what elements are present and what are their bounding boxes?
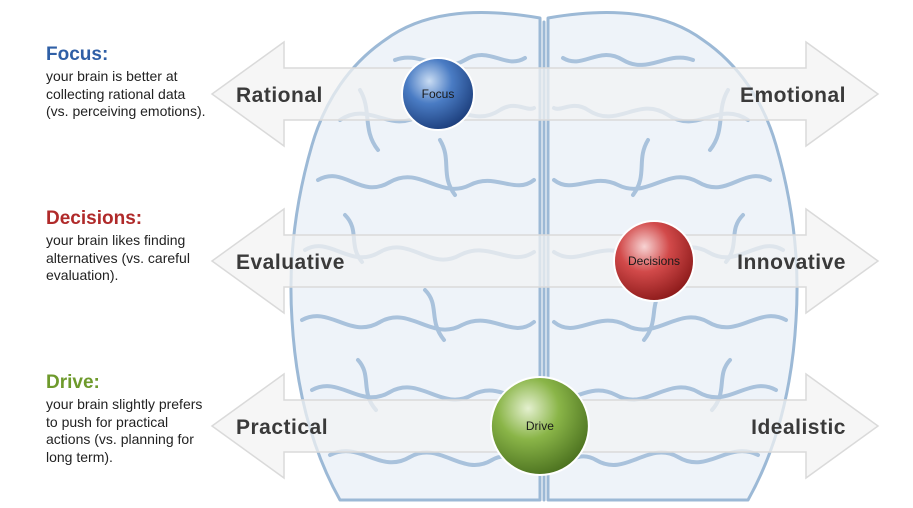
decisions-left-pole-label: Evaluative bbox=[236, 251, 345, 274]
focus-left-pole-label: Rational bbox=[236, 84, 323, 107]
drive-right-pole-label: Idealistic bbox=[751, 416, 846, 439]
decisions-title: Decisions: bbox=[46, 208, 143, 229]
drive-position-marker bbox=[489, 376, 590, 476]
decisions-axis: Evaluative Innovative Decisions bbox=[210, 207, 880, 315]
focus-title: Focus: bbox=[46, 44, 109, 65]
decisions-legend: Decisions: your brain likes finding alte… bbox=[46, 208, 206, 285]
drive-description: your brain slightly prefers to push for … bbox=[46, 396, 203, 465]
focus-double-arrow bbox=[210, 40, 880, 148]
focus-marker-label: Focus bbox=[422, 87, 455, 101]
decisions-description: your brain likes finding alternatives (v… bbox=[46, 232, 190, 283]
decisions-double-arrow bbox=[210, 207, 880, 315]
focus-legend: Focus: your brain is better at collectin… bbox=[46, 44, 206, 121]
drive-title: Drive: bbox=[46, 372, 100, 393]
focus-position-marker bbox=[401, 57, 475, 131]
drive-axis: Practical Idealistic Drive bbox=[210, 372, 880, 480]
drive-left-pole-label: Practical bbox=[236, 416, 328, 439]
drive-marker-label: Drive bbox=[526, 419, 554, 433]
focus-axis: Rational Emotional Focus bbox=[210, 40, 880, 148]
decisions-marker-label: Decisions bbox=[628, 254, 680, 268]
decisions-position-marker bbox=[613, 220, 695, 302]
focus-description: your brain is better at collecting ratio… bbox=[46, 68, 206, 119]
decisions-right-pole-label: Innovative bbox=[737, 251, 846, 274]
drive-legend: Drive: your brain slightly prefers to pu… bbox=[46, 372, 206, 466]
focus-right-pole-label: Emotional bbox=[740, 84, 846, 107]
